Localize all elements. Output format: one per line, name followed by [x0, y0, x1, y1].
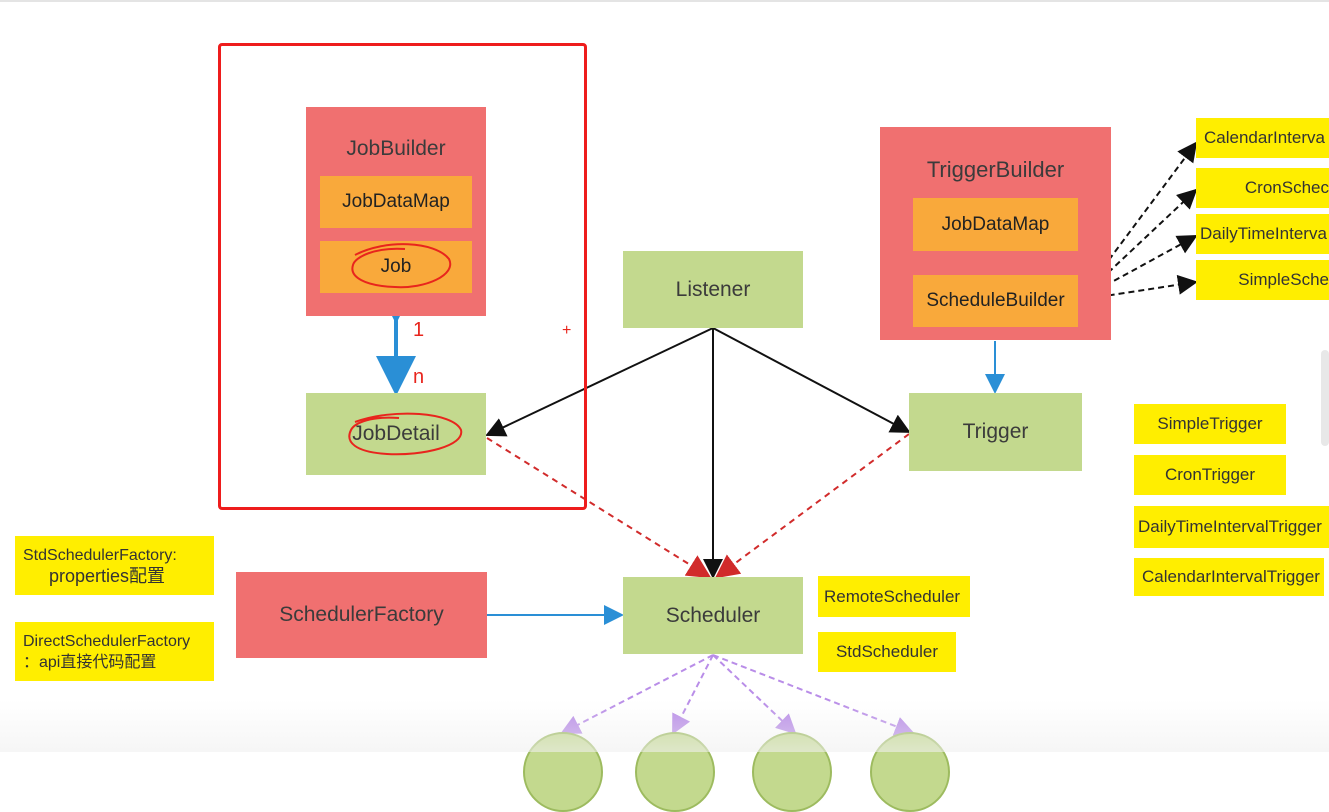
listener-to-jobdetail-arrow	[485, 327, 714, 437]
simple-trigger-label: SimpleTrigger	[1134, 404, 1286, 444]
bottom-fade	[0, 700, 1329, 752]
cron-schedule-label: CronSchec	[1196, 168, 1329, 208]
std-note-line1: StdSchedulerFactory:	[23, 546, 177, 564]
trigger-to-scheduler-dashed	[714, 433, 910, 579]
cron-trigger-label: CronTrigger	[1134, 455, 1286, 495]
relation-many-label: n	[413, 366, 425, 388]
schedulerfactory-box: SchedulerFactory	[236, 572, 487, 658]
scheduler-box: Scheduler	[623, 577, 803, 654]
scheduler-to-node-4-dashed	[712, 654, 915, 736]
remote-scheduler-label: RemoteScheduler	[818, 576, 970, 617]
top-border	[0, 0, 1329, 2]
triggerbuilder-schedulebuilder: ScheduleBuilder	[913, 275, 1078, 327]
daily-time-interval-trigger-label: DailyTimeIntervalTrigger	[1134, 506, 1329, 548]
calendar-interval-schedule-label: CalendarInterva	[1196, 118, 1329, 158]
listener-to-trigger-arrow	[712, 327, 911, 433]
triggerbuilder-title: TriggerBuilder	[926, 157, 1065, 182]
listener-box: Listener	[623, 251, 803, 328]
highlight-frame	[218, 43, 587, 510]
direct-note-line1: DirectSchedulerFactory	[23, 632, 191, 650]
direct-scheduler-factory-note: DirectSchedulerFactory ：api直接代码配置	[15, 622, 214, 681]
job-scribble	[351, 243, 452, 289]
daily-time-interval-schedule-label: DailyTimeInterva	[1196, 214, 1329, 254]
calendar-interval-trigger-label: CalendarIntervalTrigger	[1134, 558, 1324, 596]
std-scheduler-factory-note: StdSchedulerFactory: properties配置	[15, 536, 214, 595]
plus-mark: +	[562, 322, 572, 339]
jobdetail-scribble	[348, 412, 463, 456]
triggerbuilder-jobdatamap: JobDataMap	[913, 198, 1078, 251]
trigger-box: Trigger	[909, 393, 1082, 471]
schedulebuilder-to-cron-dashed	[1078, 188, 1198, 301]
relation-one-label: 1	[413, 319, 425, 341]
jobbuilder-jobdatamap: JobDataMap	[320, 176, 472, 228]
jobdetail-box: JobDetail	[306, 393, 486, 475]
scrollbar[interactable]	[1321, 350, 1329, 446]
triggerbuilder-box: TriggerBuilder JobDataMap ScheduleBuilde…	[880, 127, 1111, 340]
direct-note-line2: ：api直接代码配置	[23, 653, 157, 671]
std-scheduler-label: StdScheduler	[818, 632, 956, 672]
simple-schedule-label: SimpleSche	[1196, 260, 1329, 300]
jobbuilder-title: JobBuilder	[346, 137, 446, 160]
std-note-line2: properties配置	[49, 565, 166, 586]
